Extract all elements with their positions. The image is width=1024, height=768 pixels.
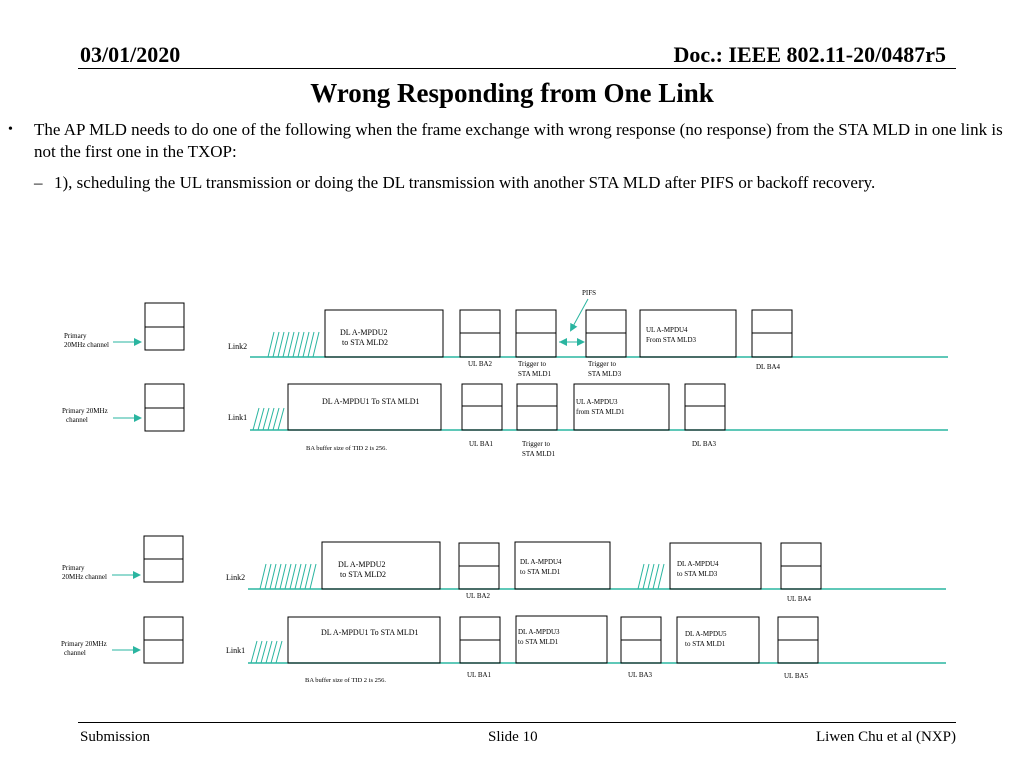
svg-text:Trigger to: Trigger to bbox=[588, 360, 616, 368]
pifs-label: PIFS bbox=[582, 289, 596, 297]
svg-text:DL A-MPDU3: DL A-MPDU3 bbox=[518, 628, 560, 636]
svg-text:DL A-MPDU2: DL A-MPDU2 bbox=[340, 328, 387, 337]
backoff-slots-link1 bbox=[252, 407, 285, 431]
footer-slide-number: Slide 10 bbox=[488, 729, 538, 745]
frame-dl-ba3 bbox=[684, 383, 726, 431]
link2-label-d2: Link2 bbox=[226, 573, 245, 582]
footer-submission: Submission bbox=[80, 729, 151, 745]
ba-buffer-note-d2: BA buffer size of TID 2 is 256. bbox=[305, 677, 386, 684]
primary-label-link1-line2: channel bbox=[66, 416, 88, 424]
svg-text:DL A-MPDU1 To STA MLD1: DL A-MPDU1 To STA MLD1 bbox=[321, 628, 418, 637]
bullet-marker-1: • bbox=[8, 122, 13, 137]
frame-dl-ampdu1 bbox=[287, 383, 442, 431]
frame-dl-ampdu2-d2 bbox=[321, 541, 441, 590]
svg-text:channel: channel bbox=[64, 649, 86, 657]
bullet-text-1: The AP MLD needs to do one of the follow… bbox=[34, 120, 1003, 161]
svg-text:STA MLD3: STA MLD3 bbox=[588, 370, 622, 378]
svg-text:to STA MLD2: to STA MLD2 bbox=[342, 338, 388, 347]
frame-dl-ampdu4-mld1 bbox=[514, 541, 611, 590]
svg-text:UL BA2: UL BA2 bbox=[466, 592, 491, 600]
frame-dl-ampdu2 bbox=[324, 309, 444, 358]
backoff-slots-link2-d2 bbox=[259, 563, 317, 590]
backoff-slots-link2 bbox=[267, 331, 320, 358]
frame-dl-ampdu5-d2 bbox=[676, 616, 760, 664]
frame-dl-ampdu1-d2 bbox=[287, 616, 441, 664]
ba-buffer-note: BA buffer size of TID 2 is 256. bbox=[306, 445, 387, 452]
primary-label-link1-line1: Primary 20MHz bbox=[62, 407, 108, 415]
footer-rule bbox=[78, 722, 956, 723]
svg-text:to STA MLD2: to STA MLD2 bbox=[340, 570, 386, 579]
frame-trigger-mld1-link1 bbox=[516, 383, 558, 431]
svg-text:DL A-MPDU2: DL A-MPDU2 bbox=[338, 560, 385, 569]
frame-ul-ampdu4 bbox=[639, 309, 737, 358]
link2-label: Link2 bbox=[228, 342, 247, 351]
svg-text:UL BA5: UL BA5 bbox=[784, 672, 809, 680]
frame-ul-ba1 bbox=[461, 383, 503, 431]
svg-text:UL BA2: UL BA2 bbox=[468, 360, 493, 368]
slide-title: Wrong Responding from One Link bbox=[310, 78, 714, 108]
primary-label-link2-line2: 20MHz channel bbox=[64, 341, 109, 349]
link1-label-d2: Link1 bbox=[226, 646, 245, 655]
svg-text:20MHz channel: 20MHz channel bbox=[62, 573, 107, 581]
svg-text:DL A-MPDU1 To STA MLD1: DL A-MPDU1 To STA MLD1 bbox=[322, 397, 419, 406]
frame-ul-ampdu3 bbox=[573, 383, 670, 431]
header-doc-id: Doc.: IEEE 802.11-20/0487r5 bbox=[673, 42, 946, 67]
diagram-2: Primary 20MHz channel Primary 20MHz chan… bbox=[61, 535, 946, 684]
svg-text:DL BA4: DL BA4 bbox=[756, 363, 781, 371]
svg-text:From STA MLD3: From STA MLD3 bbox=[646, 336, 697, 344]
svg-text:UL BA1: UL BA1 bbox=[467, 671, 492, 679]
frame-dl-ampdu3-d2 bbox=[515, 615, 608, 664]
svg-text:Primary 20MHz: Primary 20MHz bbox=[61, 640, 107, 648]
svg-text:UL A-MPDU4: UL A-MPDU4 bbox=[646, 326, 688, 334]
header-rule bbox=[78, 68, 956, 69]
pifs-arrow bbox=[570, 298, 589, 332]
footer-author: Liwen Chu et al (NXP) bbox=[816, 729, 956, 745]
svg-text:UL BA1: UL BA1 bbox=[469, 440, 494, 448]
svg-text:to STA MLD1: to STA MLD1 bbox=[520, 568, 561, 576]
svg-text:Primary: Primary bbox=[62, 564, 85, 572]
link1-label: Link1 bbox=[228, 413, 247, 422]
svg-text:Trigger to: Trigger to bbox=[522, 440, 550, 448]
svg-text:Trigger to: Trigger to bbox=[518, 360, 546, 368]
svg-text:to STA MLD3: to STA MLD3 bbox=[677, 570, 718, 578]
svg-text:STA MLD1: STA MLD1 bbox=[522, 450, 556, 458]
diagram-1: Primary 20MHz channel Primary 20MHz chan… bbox=[62, 289, 948, 458]
bullet-text-2: 1), scheduling the UL transmission or do… bbox=[54, 173, 876, 192]
svg-text:STA MLD1: STA MLD1 bbox=[518, 370, 552, 378]
bullet-marker-2: – bbox=[34, 173, 43, 192]
svg-text:DL A-MPDU4: DL A-MPDU4 bbox=[520, 558, 562, 566]
backoff-slots-link1-d2 bbox=[250, 640, 283, 664]
svg-text:from STA MLD1: from STA MLD1 bbox=[576, 408, 625, 416]
backoff-slots-link2-d2-mid bbox=[637, 563, 665, 590]
svg-text:to STA MLD1: to STA MLD1 bbox=[518, 638, 559, 646]
svg-text:UL A-MPDU3: UL A-MPDU3 bbox=[576, 398, 618, 406]
primary-label-link2-line1: Primary bbox=[64, 332, 87, 340]
svg-text:DL BA3: DL BA3 bbox=[692, 440, 717, 448]
header-date: 03/01/2020 bbox=[80, 42, 181, 67]
frame-dl-ampdu4-mld3 bbox=[669, 542, 762, 590]
svg-text:UL BA4: UL BA4 bbox=[787, 595, 812, 603]
svg-text:DL A-MPDU4: DL A-MPDU4 bbox=[677, 560, 719, 568]
svg-text:to STA MLD1: to STA MLD1 bbox=[685, 640, 726, 648]
svg-text:UL BA3: UL BA3 bbox=[628, 671, 653, 679]
svg-text:DL A-MPDU5: DL A-MPDU5 bbox=[685, 630, 727, 638]
